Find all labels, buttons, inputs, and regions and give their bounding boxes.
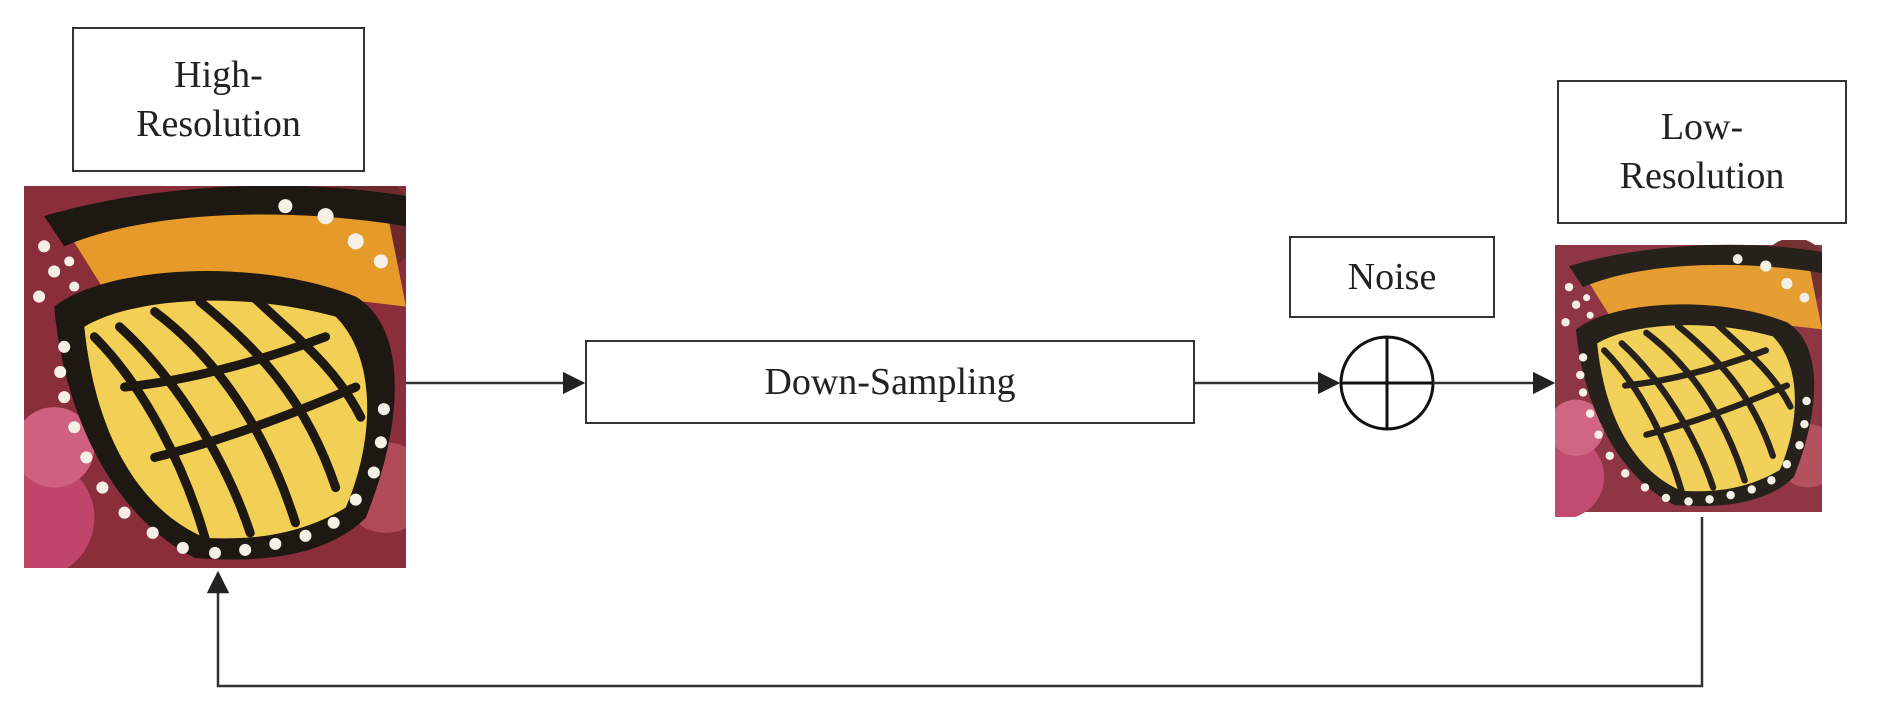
high-resolution-label-line2: Resolution — [136, 102, 301, 145]
down-sampling-block: Down-Sampling — [585, 340, 1195, 424]
butterfly-image-high-res — [0, 176, 431, 578]
butterfly-image-low-res — [1520, 238, 1840, 519]
high-resolution-label: High- Resolution — [72, 27, 365, 172]
low-resolution-label-line1: Low- — [1660, 106, 1744, 149]
low-resolution-label-line2: Resolution — [1619, 155, 1785, 197]
feedback-arrow-lr-to-hr — [206, 517, 1704, 688]
down-sampling-label: Down-Sampling — [764, 360, 1016, 403]
adder-circle-icon — [1339, 335, 1435, 431]
high-resolution-label-line1: High- — [174, 53, 263, 96]
noise-block: Noise — [1289, 236, 1495, 318]
low-resolution-label: Low- Resolution — [1557, 80, 1847, 224]
noise-label: Noise — [1347, 255, 1437, 298]
